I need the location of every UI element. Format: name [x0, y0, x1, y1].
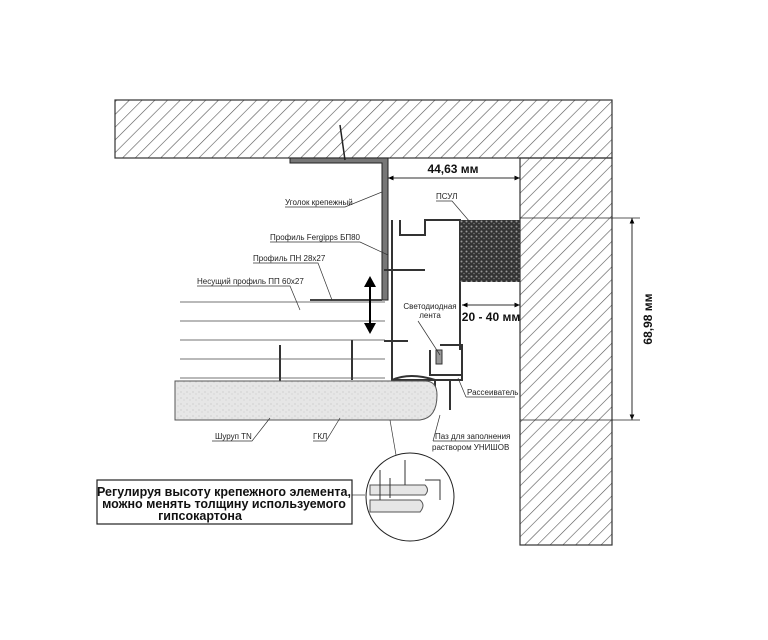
label-led-1: Светодиодная — [403, 302, 456, 311]
leader-lines — [197, 191, 515, 496]
label-groove-1: Паз для заполнения — [435, 432, 510, 441]
note-box — [96, 479, 353, 525]
wall — [519, 157, 613, 546]
psul-tape — [460, 220, 520, 282]
label-psul: ПСУЛ — [436, 192, 457, 201]
label-screw: Шуруп TN — [215, 432, 252, 441]
dim-height — [520, 217, 640, 421]
label-pn: Профиль ПН 28x27 — [253, 254, 326, 263]
label-led-2: лента — [419, 311, 441, 320]
ceiling-slab — [114, 99, 613, 159]
adjust-arrow-icon — [364, 276, 376, 334]
label-angle: Уголок крепежный — [285, 198, 353, 207]
gypsum-board — [174, 380, 438, 421]
carrier-profile — [180, 299, 385, 379]
label-groove-2: раствором УНИШОВ — [432, 443, 509, 452]
dim-height-label: 68,98 мм — [641, 293, 655, 344]
note-line-3: гипсокартона — [158, 509, 243, 523]
label-pp: Несущий профиль ПП 60x27 — [197, 277, 304, 286]
dim-gap-label: 20 - 40 мм — [462, 310, 521, 324]
dim-top-label: 44,63 мм — [427, 162, 478, 176]
led-strip — [435, 349, 443, 365]
label-diffuser: Рассеиватель — [467, 388, 518, 397]
detail-circle — [365, 452, 455, 542]
label-gkl: ГКЛ — [313, 432, 327, 441]
note-line-2: можно менять толщину используемого — [102, 497, 346, 511]
label-fergipps: Профиль Fergipps БП80 — [270, 233, 361, 242]
note-line-1: Регулируя высоту крепежного элемента, — [97, 485, 351, 499]
